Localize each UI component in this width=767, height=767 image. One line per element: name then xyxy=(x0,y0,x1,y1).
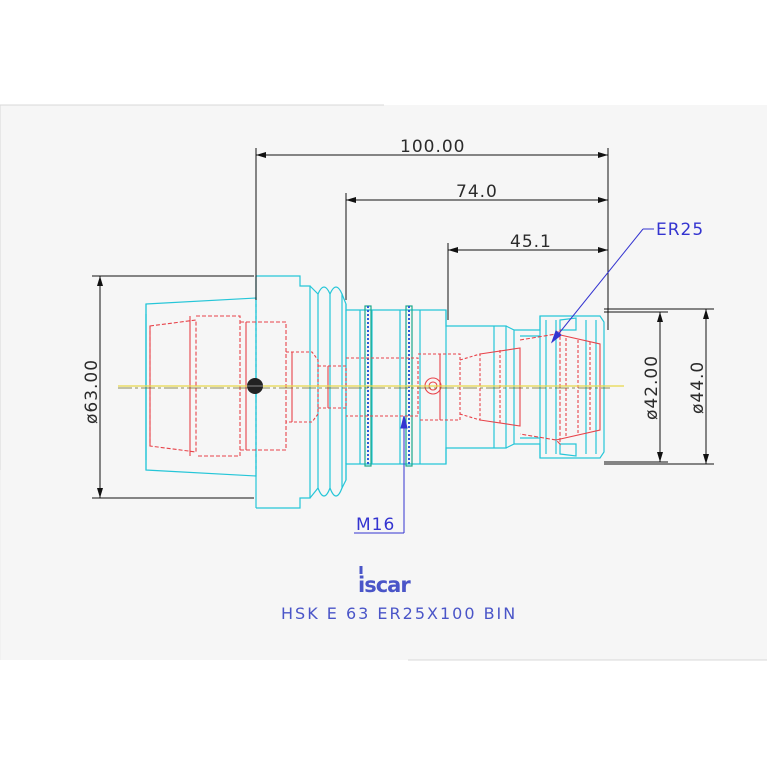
callout-er25-leader xyxy=(550,228,654,344)
dim-dia-nut-inner: ø42.00 xyxy=(642,355,662,420)
dim-length-total: 100.00 xyxy=(400,137,465,157)
callout-m16-leader xyxy=(354,415,408,534)
holder-body-outline xyxy=(145,275,605,509)
callout-collet: ER25 xyxy=(656,220,704,240)
dim-length-short: 45.1 xyxy=(510,232,552,252)
dim-length-mid: 74.0 xyxy=(456,182,498,202)
brand-logo-text: iscar xyxy=(358,573,411,597)
dim-dia-nut-outer: ø44.0 xyxy=(688,361,708,414)
callout-thread: M16 xyxy=(356,515,395,535)
dimension-arrows xyxy=(97,152,709,498)
dimension-lines xyxy=(92,148,714,499)
drawing-title: HSK E 63 ER25X100 BIN xyxy=(281,604,517,623)
brand-logo: iscar xyxy=(358,566,412,597)
drawing-frame xyxy=(0,104,767,661)
datum-ball xyxy=(247,378,263,394)
dim-dia-flange: ø63.00 xyxy=(82,359,102,424)
